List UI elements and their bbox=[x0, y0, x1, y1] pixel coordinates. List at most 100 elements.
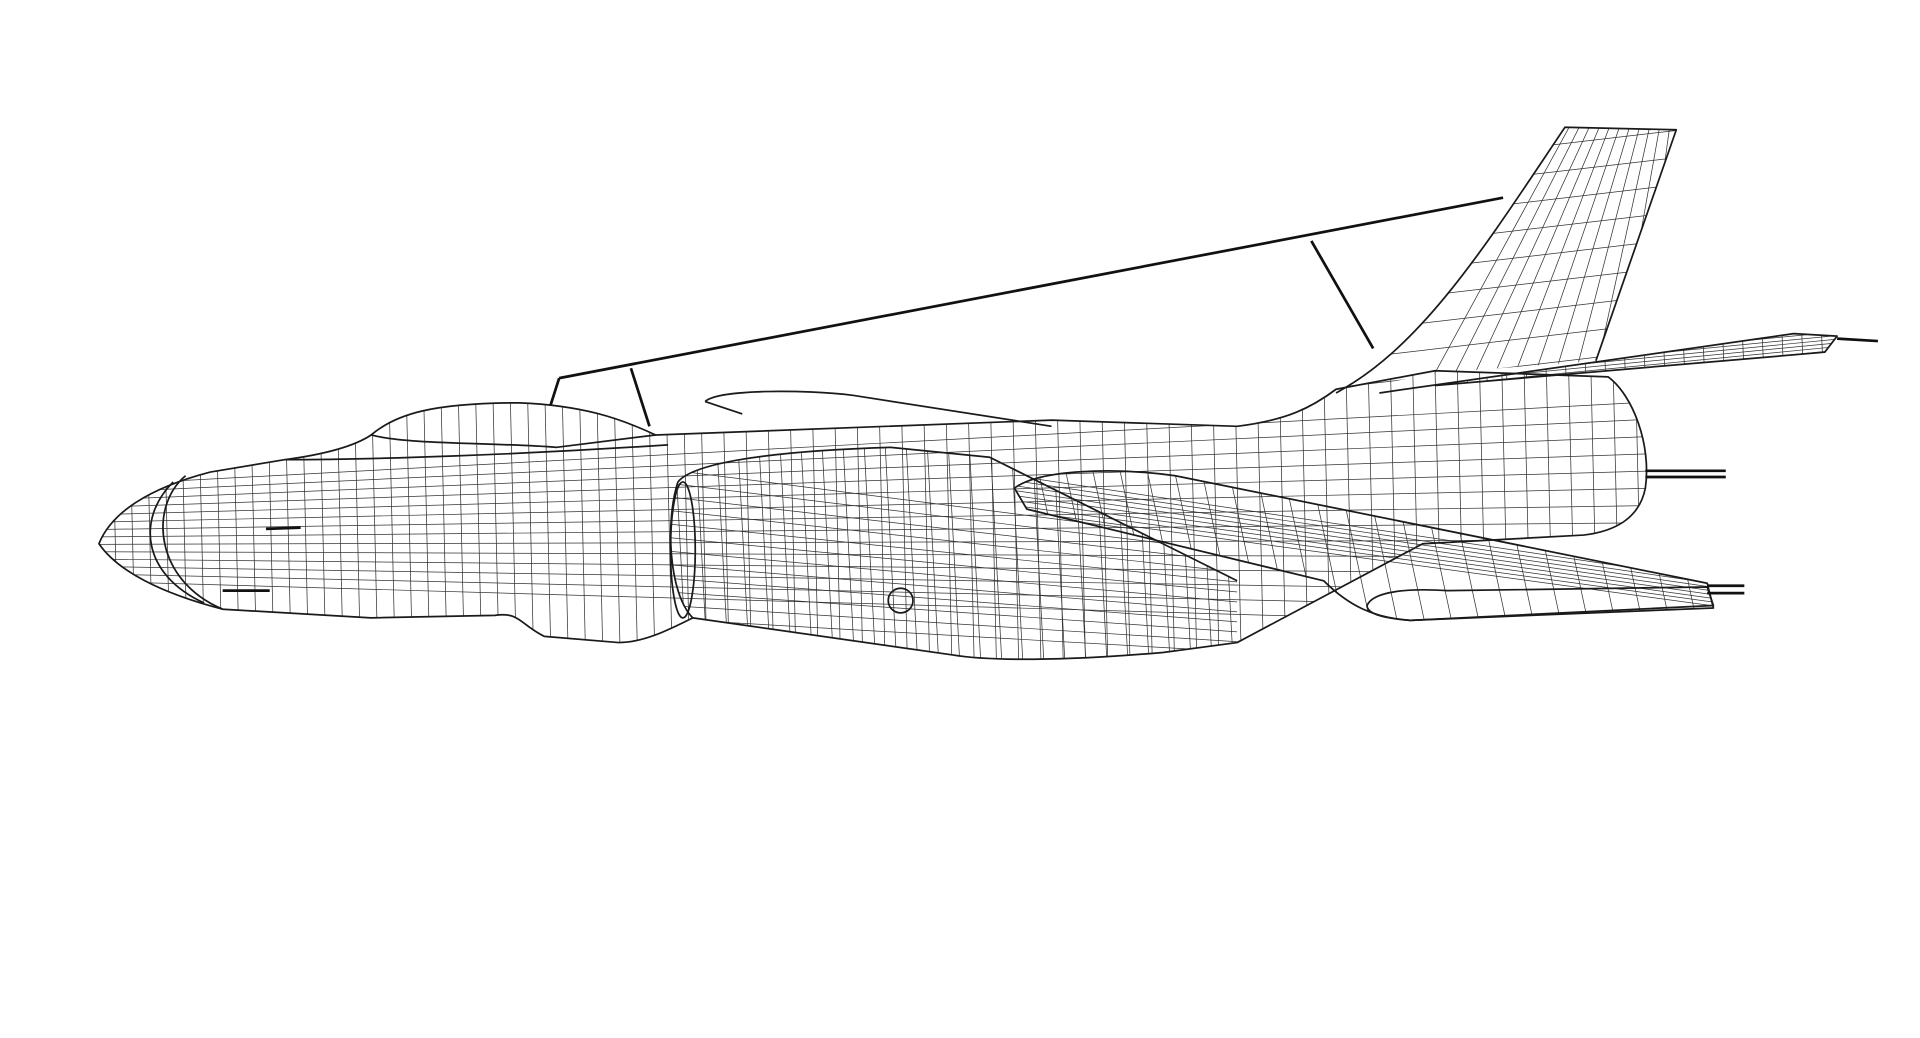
mesh-line bbox=[405, 370, 414, 660]
mesh-line bbox=[863, 447, 877, 660]
tail-mesh bbox=[1336, 127, 1677, 393]
mesh-line bbox=[833, 370, 842, 660]
gun-port bbox=[222, 526, 301, 593]
mesh-line bbox=[1820, 333, 1826, 393]
mesh-line bbox=[1569, 127, 1641, 393]
mesh-line bbox=[670, 509, 1238, 574]
mesh-line bbox=[180, 370, 189, 660]
mesh-line bbox=[98, 539, 1647, 545]
mesh-line bbox=[1470, 470, 1509, 621]
mesh-line bbox=[1464, 333, 1469, 393]
mesh-line bbox=[1546, 370, 1555, 660]
mesh-line bbox=[1590, 370, 1599, 660]
mesh-line bbox=[1336, 210, 1677, 255]
mesh-line bbox=[630, 370, 639, 660]
mesh-line bbox=[1100, 370, 1109, 660]
mesh-line bbox=[98, 453, 1647, 508]
mesh-line bbox=[670, 577, 1238, 624]
mesh-line bbox=[1568, 370, 1577, 660]
mesh-line bbox=[1424, 333, 1430, 393]
mesh-line bbox=[1633, 470, 1672, 621]
mesh-line bbox=[905, 447, 919, 660]
mesh-line bbox=[670, 605, 1238, 643]
mesh-line bbox=[670, 591, 1238, 634]
mesh-line bbox=[1280, 470, 1318, 621]
mesh-line bbox=[1841, 321, 1845, 408]
mesh-line bbox=[595, 370, 605, 660]
mesh-line bbox=[1278, 370, 1287, 660]
mesh-line bbox=[249, 370, 258, 660]
mesh-line bbox=[1444, 333, 1450, 393]
mesh-line bbox=[1443, 127, 1582, 393]
mesh-line bbox=[1033, 370, 1043, 660]
mesh-line bbox=[98, 418, 1647, 493]
mesh-line bbox=[1642, 333, 1647, 393]
mesh-line bbox=[110, 370, 120, 660]
mesh-line bbox=[1014, 485, 1714, 589]
mesh-line bbox=[98, 435, 1647, 501]
mesh-line bbox=[1548, 127, 1631, 393]
mesh-line bbox=[670, 537, 1238, 594]
mesh-line bbox=[162, 370, 172, 660]
mesh-line bbox=[1122, 370, 1132, 660]
mesh-line bbox=[989, 447, 1003, 660]
mesh-line bbox=[1336, 183, 1677, 228]
mesh-line bbox=[1524, 470, 1563, 621]
mesh-line bbox=[1336, 156, 1677, 201]
mesh-line bbox=[800, 447, 814, 660]
mesh-line bbox=[1379, 334, 1838, 381]
mesh-line bbox=[1220, 447, 1234, 660]
mesh-line bbox=[811, 370, 820, 660]
mesh-line bbox=[197, 370, 206, 660]
mesh-line bbox=[1503, 333, 1509, 393]
mesh-line bbox=[788, 370, 798, 660]
mesh-line bbox=[578, 370, 587, 660]
mesh-line bbox=[1434, 370, 1443, 660]
mesh-line bbox=[1345, 370, 1354, 660]
mesh-line bbox=[98, 505, 1647, 530]
stabilizer-probe bbox=[1837, 337, 1879, 343]
mesh-line bbox=[1145, 370, 1154, 660]
mesh-line bbox=[926, 447, 940, 660]
mesh-line bbox=[1178, 447, 1192, 660]
engine-hub bbox=[887, 587, 914, 614]
mesh-line bbox=[1579, 470, 1618, 621]
mesh-line bbox=[670, 523, 1238, 584]
mesh-line bbox=[1301, 370, 1310, 660]
mesh-line bbox=[98, 522, 1647, 538]
mesh-line bbox=[1014, 495, 1714, 596]
wing-probe bbox=[1707, 584, 1745, 595]
antenna-wire bbox=[549, 196, 1504, 427]
mesh-line bbox=[1501, 370, 1510, 660]
mesh-line bbox=[388, 370, 397, 660]
mesh-line bbox=[1612, 370, 1621, 660]
mesh-line bbox=[1367, 370, 1377, 660]
mesh-line bbox=[1014, 500, 1714, 600]
mesh-line bbox=[1412, 370, 1421, 660]
mesh-line bbox=[1721, 333, 1727, 393]
canopy-outline bbox=[284, 434, 669, 461]
mesh-line bbox=[989, 370, 998, 660]
mesh-line bbox=[821, 447, 835, 660]
mesh-line bbox=[543, 370, 553, 660]
mesh-line bbox=[526, 370, 535, 660]
mesh-line bbox=[422, 370, 431, 660]
horizontal-stabilizer bbox=[1379, 332, 1838, 394]
mesh-line bbox=[1189, 370, 1198, 660]
tail-gun bbox=[1645, 469, 1726, 479]
mesh-line bbox=[266, 370, 276, 660]
mesh-line bbox=[1379, 341, 1838, 389]
mesh-line bbox=[944, 370, 953, 660]
engine-nacelle bbox=[669, 446, 1238, 619]
engine-mesh bbox=[670, 447, 1238, 660]
mesh-line bbox=[670, 618, 1238, 653]
mesh-line bbox=[613, 370, 622, 660]
mesh-line bbox=[922, 370, 931, 660]
mesh-line bbox=[757, 447, 772, 660]
mesh-line bbox=[1115, 447, 1129, 660]
mesh-line bbox=[1014, 505, 1714, 604]
mesh-line bbox=[766, 370, 775, 660]
mesh-line bbox=[284, 370, 293, 660]
mesh-line bbox=[128, 370, 137, 660]
